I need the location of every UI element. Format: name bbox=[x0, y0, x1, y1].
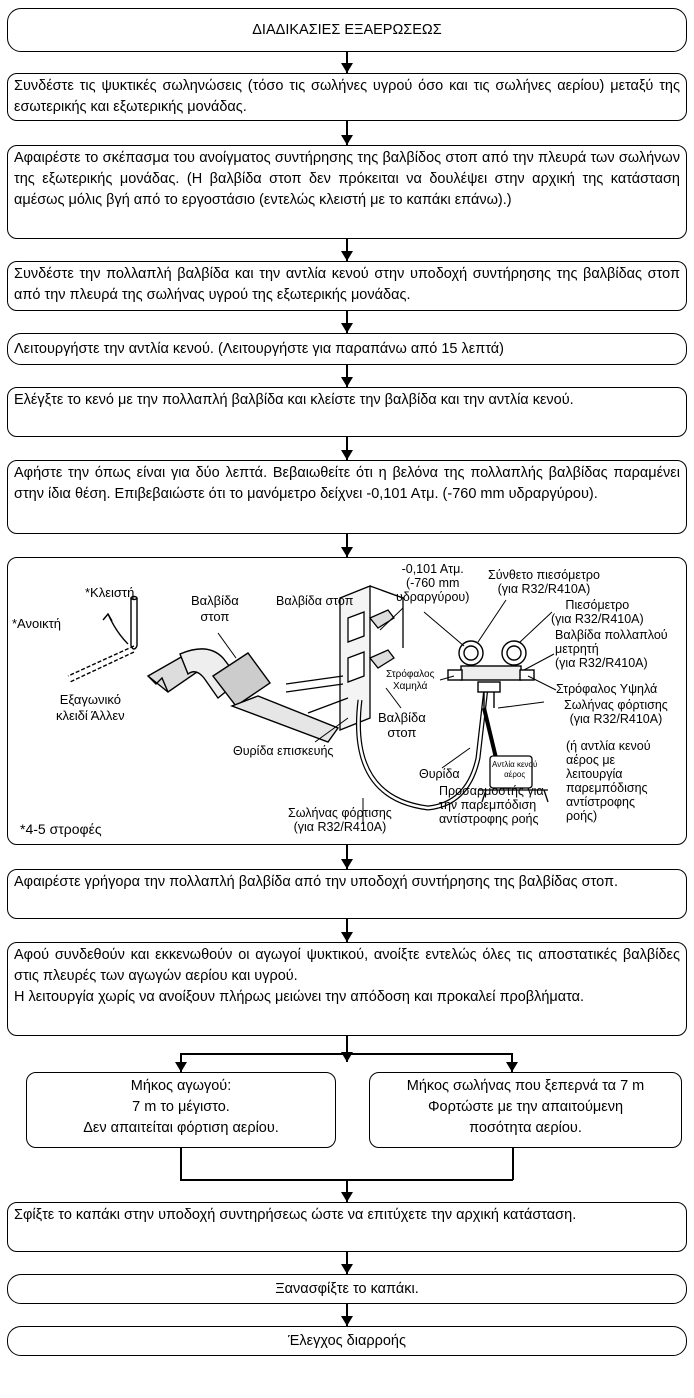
label-port: Θυρίδα bbox=[419, 767, 460, 781]
step-remove-cover: Αφαιρέστε το σκέπασμα του ανοίγματος συν… bbox=[7, 145, 687, 239]
label-stop-valve-top: Βαλβίδα στοπ bbox=[276, 594, 354, 608]
label-charge-hose-bottom: Σωλήνας φόρτισης(για R32/R410A) bbox=[288, 806, 392, 834]
flowchart-title: ΔΙΑΔΙΚΑΣΙΕΣ ΕΞΑΕΡΩΣΕΩΣ bbox=[7, 8, 687, 52]
vacuum-pump-icon bbox=[478, 755, 549, 803]
label-compound-gauge: Σύνθετο πιεσόμετρο(για R32/R410A) bbox=[488, 568, 600, 596]
merge-line bbox=[180, 1179, 513, 1181]
branch-line bbox=[181, 1053, 512, 1055]
label-charge-hose-right: Σωλήνας φόρτισης(για R32/R410A) bbox=[564, 698, 668, 726]
step-leak-check: Έλεγχος διαρροής bbox=[7, 1326, 687, 1356]
step-tighten-cap: Σφίξτε το καπάκι στην υποδοχή συντηρήσεω… bbox=[7, 1202, 687, 1252]
label-turns: *4-5 στροφές bbox=[20, 821, 102, 837]
branch-short-pipe: Μήκος αγωγού:7 m το μέγιστο.Δεν απαιτείτ… bbox=[26, 1072, 336, 1148]
step-connect-piping: Συνδέστε τις ψυκτικές σωληνώσεις (τόσο τ… bbox=[7, 73, 687, 121]
outdoor-unit-icon bbox=[285, 585, 404, 731]
diagram-illustration bbox=[67, 585, 557, 824]
step-open-valves-warning: Η λειτουργία χωρίς να ανοίξουν πλήρως με… bbox=[14, 989, 585, 1005]
label-open: *Ανοικτή bbox=[12, 616, 61, 631]
stop-valve-icon bbox=[146, 648, 340, 743]
step-run-vacuum-pump: Λειτουργήστε την αντλία κενού. (Λειτουργ… bbox=[7, 333, 687, 365]
label-high-handle: Στρόφαλος Υψηλά bbox=[556, 682, 658, 696]
step-check-vacuum: Ελέγξτε το κενό με την πολλαπλή βαλβίδα … bbox=[7, 387, 687, 437]
step-wait-two-minutes: Αφήστε την όπως είναι για δύο λεπτά. Βεβ… bbox=[7, 460, 687, 534]
step-open-valves-text: Αφού συνδεθούν και εκκενωθούν οι αγωγοί … bbox=[14, 947, 680, 984]
allen-key-icon bbox=[67, 595, 138, 683]
step-remove-manifold: Αφαιρέστε γρήγορα την πολλαπλή βαλβίδα α… bbox=[7, 869, 687, 919]
manifold-gauge-icon bbox=[447, 640, 535, 773]
merge-line bbox=[512, 1148, 514, 1180]
merge-line bbox=[180, 1148, 182, 1180]
step-connect-manifold: Συνδέστε την πολλαπλή βαλβίδα και την αν… bbox=[7, 261, 687, 311]
label-closed: *Κλειστή bbox=[85, 585, 135, 600]
step-open-valves: Αφού συνδεθούν και εκκενωθούν οι αγωγοί … bbox=[7, 942, 687, 1036]
label-pressure-gauge: Πιεσόμετρο(για R32/R410A) bbox=[551, 598, 644, 626]
label-service-port: Θυρίδα επισκευής bbox=[233, 744, 334, 758]
step-retighten-cap: Ξανασφίξτε το καπάκι. bbox=[7, 1274, 687, 1304]
